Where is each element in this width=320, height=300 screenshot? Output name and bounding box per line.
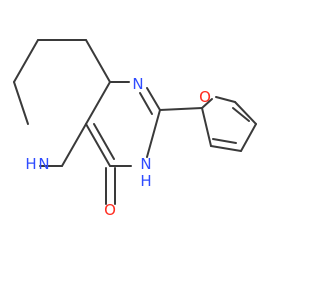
amide-nitrogen-label: N	[140, 155, 151, 173]
ring-nh-nitrogen-label: N	[38, 155, 49, 173]
bond	[93, 123, 115, 160]
bond	[139, 92, 153, 115]
ring-nitrogen-top-label: N	[132, 75, 143, 93]
bond	[159, 107, 203, 111]
bond	[85, 39, 111, 83]
molecule-structure: O N N H H N O	[13, 39, 257, 219]
bond	[215, 96, 236, 103]
bond	[85, 123, 111, 167]
bond	[85, 81, 111, 125]
bond	[146, 109, 161, 158]
bond-layer	[13, 39, 257, 205]
bond	[146, 87, 161, 111]
bond	[61, 123, 87, 167]
carbonyl-oxygen-label: O	[104, 201, 116, 219]
bond	[234, 101, 257, 125]
ring-nh-hydrogen-label: H	[25, 155, 36, 173]
bond	[13, 39, 39, 83]
bond	[201, 98, 213, 109]
bond	[232, 107, 250, 122]
atom-label-layer: O N N H H N O	[25, 75, 211, 219]
bond	[240, 123, 257, 152]
bond	[210, 145, 242, 152]
amide-hydrogen-label: H	[140, 172, 151, 190]
bond	[212, 138, 237, 144]
furan-oxygen-label: O	[199, 88, 211, 106]
bond	[201, 107, 212, 147]
bond	[13, 81, 29, 125]
